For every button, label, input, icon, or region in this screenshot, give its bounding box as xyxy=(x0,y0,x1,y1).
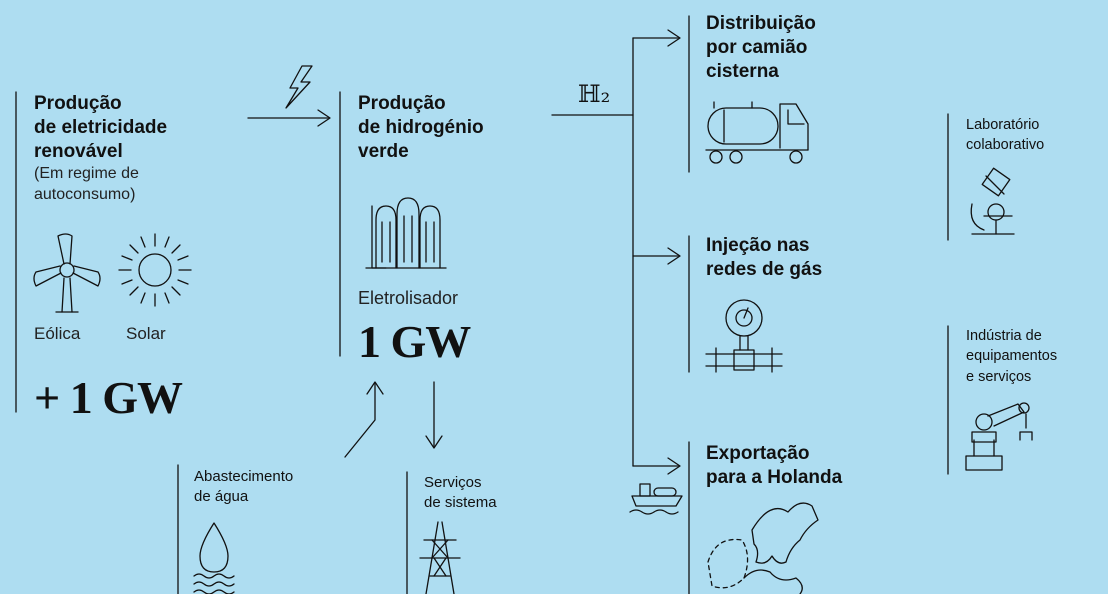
wind-turbine-icon xyxy=(33,233,101,313)
robot-arm-icon xyxy=(965,402,1033,471)
export-title: Exportação para a Holanda xyxy=(706,442,842,490)
h2-distribution-lines xyxy=(551,29,681,475)
europe-map-icon xyxy=(707,502,819,594)
export-title-line-2: para a Holanda xyxy=(706,466,843,488)
services-title-line-2: de sistema xyxy=(424,494,497,512)
truck-title-line-2: por camião xyxy=(706,36,808,58)
gas-title-line-1: Injeção nas xyxy=(706,235,810,256)
truck-title-line-3: cisterna xyxy=(706,60,779,82)
arrow-hydrogen-to-services xyxy=(425,381,443,449)
electricity-title-line-1: Produção xyxy=(34,93,122,114)
h2-symbol: ℍ₂ xyxy=(578,80,611,108)
electricity-sub-line-2: autoconsumo) xyxy=(34,185,136,203)
electricity-title-line-2: de eletricidade xyxy=(34,116,168,138)
electricity-production-subtitle: (Em regime de autoconsumo) xyxy=(34,164,139,206)
gas-meter-icon xyxy=(705,299,783,373)
electricity-capacity: + 1 GW xyxy=(34,372,183,423)
hydrogen-title-line-1: Produção xyxy=(358,93,446,114)
hydrogen-capacity: 1 GW xyxy=(358,316,471,367)
arrow-to-hydrogen xyxy=(247,109,331,127)
power-pylon-icon xyxy=(419,521,461,594)
hydrogen-title-line-2: de hidrogénio xyxy=(358,116,484,138)
industry-title-line-2: equipamentos xyxy=(966,348,1058,365)
microscope-icon xyxy=(970,167,1015,235)
gas-grid-title: Injeção nas redes de gás xyxy=(706,234,822,282)
tanker-truck-icon xyxy=(705,101,809,164)
ship-icon xyxy=(629,483,683,515)
electricity-title-line-3: renovável xyxy=(34,140,123,162)
industry-title: Indústria de equipamentos e serviços xyxy=(966,326,1057,387)
truck-distribution-title: Distribuição por camião cisterna xyxy=(706,12,816,83)
export-title-line-1: Exportação xyxy=(706,443,810,464)
water-supply-title: Abastecimento de água xyxy=(194,467,293,508)
sun-icon xyxy=(118,233,192,307)
lightning-icon xyxy=(285,65,313,109)
electrolyser-label: Eletrolisador xyxy=(358,288,459,308)
gas-title-line-2: redes de gás xyxy=(706,258,823,280)
services-title-line-1: Serviços xyxy=(424,474,482,491)
water-title-line-2: de água xyxy=(194,488,249,506)
industry-title-line-3: e serviços xyxy=(966,368,1032,385)
electricity-sub-line-1: (Em regime de xyxy=(34,165,139,182)
wind-label: Eólica xyxy=(34,324,81,343)
solar-label: Solar xyxy=(126,324,166,343)
hydrogen-title-line-3: verde xyxy=(358,140,409,162)
arrow-water-to-hydrogen xyxy=(344,381,384,458)
water-title-line-1: Abastecimento xyxy=(194,468,294,485)
lab-title-line-2: colaborativo xyxy=(966,137,1045,154)
lab-title: Laboratório colaborativo xyxy=(966,115,1044,156)
electricity-production-title: Produção de eletricidade renovável xyxy=(34,92,167,163)
electrolyser-icon xyxy=(365,197,447,269)
industry-title-line-1: Indústria de xyxy=(966,328,1042,344)
truck-title-line-1: Distribuição xyxy=(706,13,816,34)
system-services-title: Serviços de sistema xyxy=(424,473,497,514)
water-drop-icon xyxy=(193,522,235,594)
lab-title-line-1: Laboratório xyxy=(966,117,1040,133)
hydrogen-production-title: Produção de hidrogénio verde xyxy=(358,92,484,163)
